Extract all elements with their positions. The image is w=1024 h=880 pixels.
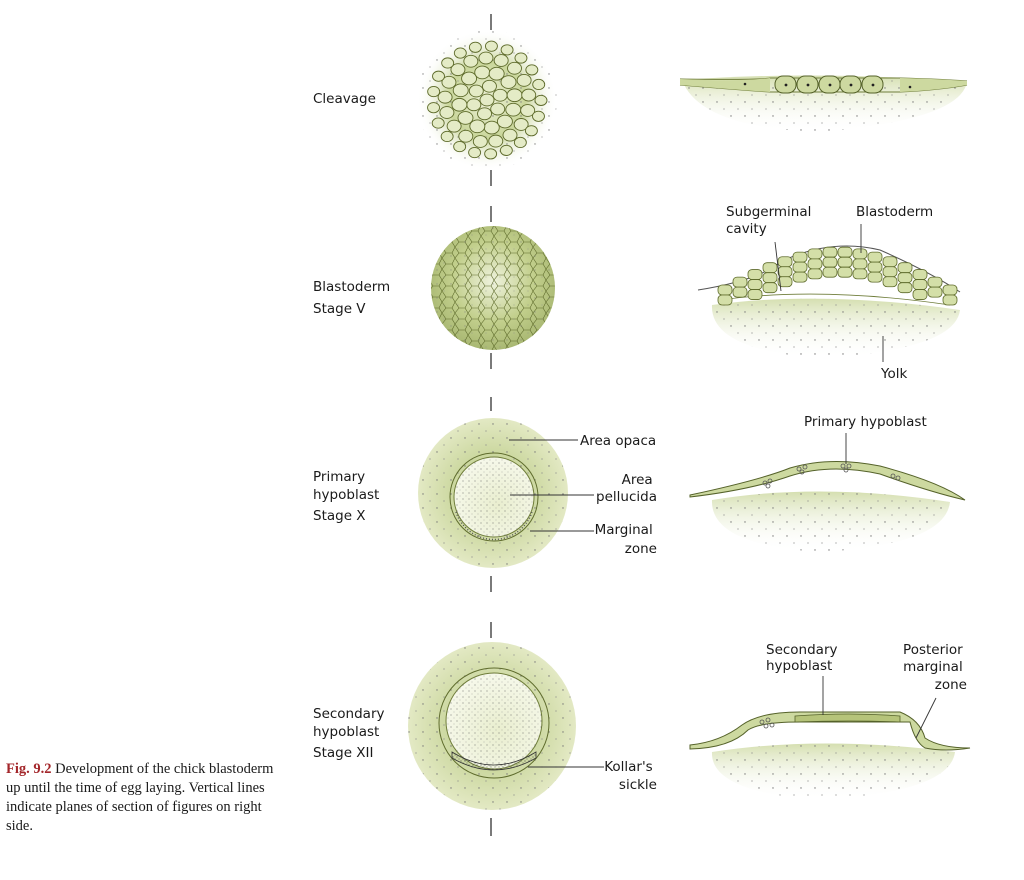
leader-subgerminal-cavity bbox=[774, 241, 782, 292]
stage-label-primary-hypoblast: Primary hypoblast Stage X bbox=[313, 469, 384, 524]
figure-caption: Fig. 9.2 Development of the chick blasto… bbox=[6, 760, 291, 836]
figure-number: Fig. 9.2 bbox=[6, 761, 52, 777]
leader-posterior-marginal-zone bbox=[915, 697, 937, 739]
annotation-yolk: Yolk bbox=[880, 366, 907, 382]
annotation-subgerminal-cavity: Subgerminal cavity bbox=[726, 204, 816, 237]
annotation-posterior-marginal-zone: Posterior marginal zone bbox=[903, 642, 967, 693]
annotation-area-pellucida: Area pellucida bbox=[596, 472, 657, 505]
annotation-primary-hypoblast: Primary hypoblast bbox=[804, 414, 927, 430]
blastoderm-section-view bbox=[697, 245, 961, 358]
annotation-kollars-sickle: Kollar's sickle bbox=[604, 759, 657, 793]
cleavage-section-view bbox=[679, 75, 968, 132]
annotation-blastoderm: Blastoderm bbox=[856, 204, 933, 220]
annotation-secondary-hypoblast: Secondary hypoblast bbox=[766, 642, 842, 674]
secondary-hypoblast-surface-view bbox=[408, 642, 576, 810]
cleavage-surface-view bbox=[417, 30, 557, 170]
secondary-hypoblast-section-view bbox=[689, 711, 971, 800]
stage-label-cleavage: Cleavage bbox=[313, 91, 376, 107]
caption-text: Development of the chick blastoderm up u… bbox=[6, 761, 274, 834]
annotation-marginal-zone: Marginal zone bbox=[595, 522, 657, 557]
annotation-area-opaca: Area opaca bbox=[580, 433, 656, 449]
primary-hypoblast-section-view bbox=[689, 461, 966, 552]
blastoderm-surface-view bbox=[431, 226, 555, 350]
stage-label-secondary-hypoblast: Secondary hypoblast Stage XII bbox=[313, 706, 389, 761]
stage-label-blastoderm: Blastoderm Stage V bbox=[313, 279, 395, 317]
leader-lines bbox=[509, 224, 937, 768]
primary-hypoblast-surface-view bbox=[418, 418, 568, 568]
